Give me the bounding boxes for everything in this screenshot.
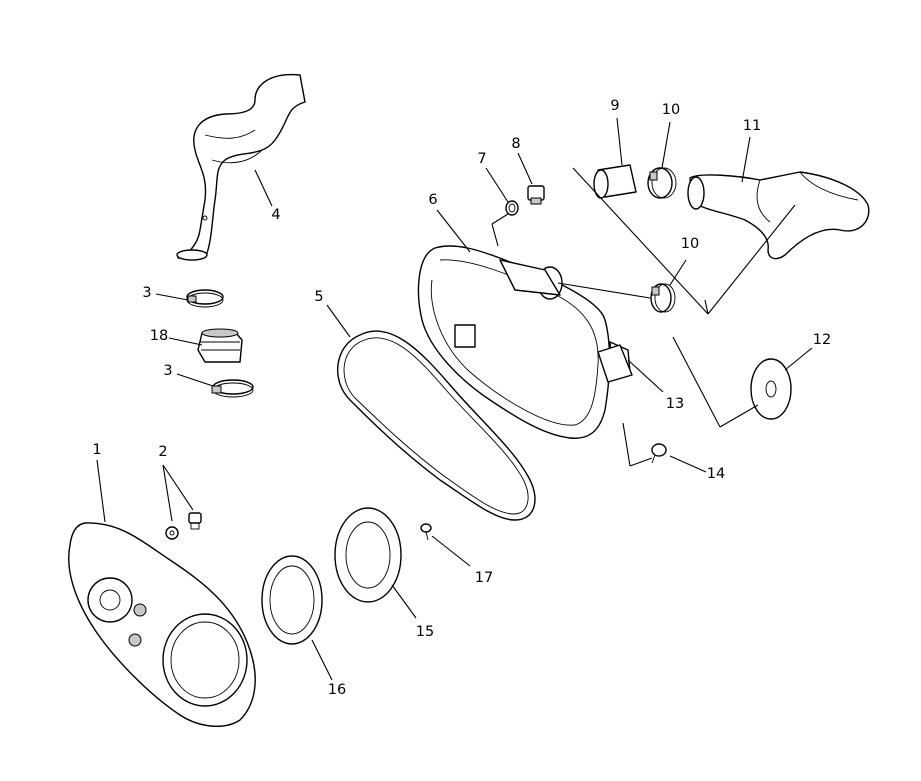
leader-16 — [311, 639, 333, 681]
callout-12: 12 — [813, 332, 831, 348]
callout-13: 13 — [666, 396, 684, 412]
intake-duct-hose — [176, 73, 306, 261]
leader-13 — [627, 359, 664, 393]
callout-10-lower: 10 — [681, 236, 699, 252]
hose-clamp-lower — [211, 379, 254, 398]
callout-3-upper: 3 — [142, 285, 151, 301]
callout-5: 5 — [314, 289, 323, 305]
leader-15 — [391, 584, 417, 619]
leader-2a — [162, 464, 173, 522]
callout-1: 1 — [92, 442, 101, 458]
leader-18 — [168, 337, 203, 346]
callout-6: 6 — [428, 192, 437, 208]
callout-8: 8 — [511, 136, 520, 152]
leader-group-b — [704, 299, 709, 315]
outer-clutch-cover — [68, 522, 256, 728]
callout-9: 9 — [610, 98, 619, 114]
leader-14b — [622, 422, 631, 467]
o-ring — [505, 200, 519, 216]
cover-seal — [261, 555, 323, 645]
inspection-plate — [334, 507, 402, 603]
leader-14c — [629, 457, 653, 467]
seal-washer — [750, 358, 792, 420]
cover-label — [597, 344, 633, 383]
callout-7: 7 — [477, 151, 486, 167]
hose-clamp-10-lower — [650, 283, 676, 313]
callout-16: 16 — [328, 682, 346, 698]
leader-7b — [491, 213, 509, 225]
leader-5 — [326, 304, 351, 338]
callout-18: 18 — [150, 328, 168, 344]
leader-3-lower — [176, 373, 214, 387]
screw-17 — [420, 523, 432, 541]
leader-group-c — [707, 204, 796, 315]
leader-10-lower-b — [669, 259, 687, 286]
washer-and-bolt — [165, 512, 202, 540]
leader-17 — [431, 535, 471, 567]
coupler-boot — [197, 328, 243, 363]
leader-1 — [96, 459, 106, 523]
leader-12b — [672, 336, 721, 428]
leader-12 — [784, 347, 813, 371]
intake-boot — [687, 171, 870, 260]
callout-11: 11 — [743, 118, 761, 134]
callout-15: 15 — [416, 624, 434, 640]
plug — [527, 185, 545, 205]
callout-4: 4 — [271, 207, 280, 223]
leader-10-lower-a — [557, 282, 651, 299]
callout-17: 17 — [475, 570, 493, 586]
leader-10-upper — [661, 121, 671, 169]
leader-7 — [485, 167, 509, 203]
callout-3-lower: 3 — [163, 363, 172, 379]
leader-2b — [162, 464, 194, 511]
leader-9 — [616, 117, 623, 166]
hose-clamp-upper — [186, 289, 224, 308]
leader-3-upper — [155, 293, 189, 301]
leader-4 — [254, 169, 273, 207]
leader-7c — [491, 223, 499, 247]
hose-clamp-10-upper — [647, 167, 677, 199]
drive-belt — [336, 330, 536, 521]
leader-14 — [669, 455, 707, 473]
leader-6 — [436, 209, 471, 253]
leader-group-a — [572, 167, 709, 315]
callout-2: 2 — [158, 444, 167, 460]
adapter-sleeve — [593, 164, 637, 199]
callout-10-upper: 10 — [662, 102, 680, 118]
inner-clutch-cover — [417, 245, 631, 439]
callout-14: 14 — [707, 466, 725, 482]
leader-12c — [719, 404, 759, 428]
screw-14 — [651, 443, 667, 464]
leader-11 — [741, 136, 751, 183]
leader-8 — [517, 152, 533, 185]
